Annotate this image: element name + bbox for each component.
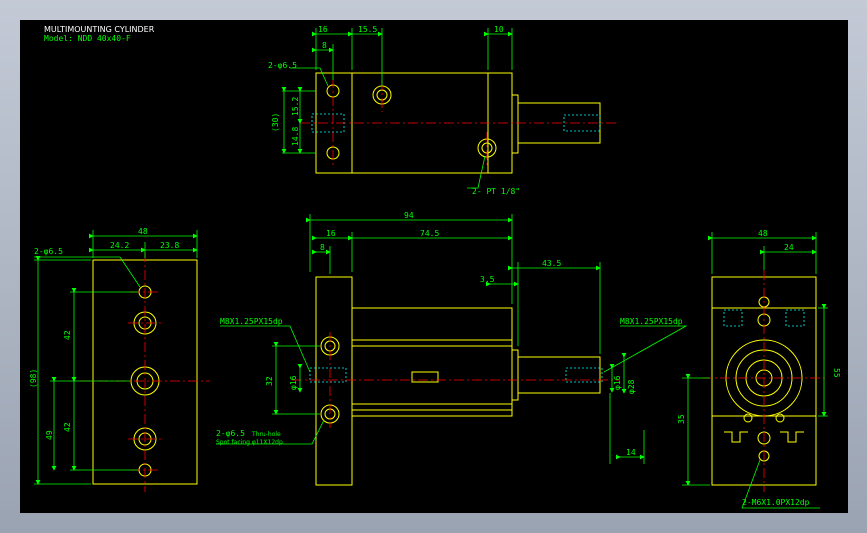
front-rod-collar bbox=[511, 349, 519, 401]
right-note-tapped: 2-M6X1.0PX12dp bbox=[742, 498, 810, 507]
front-dim-74-5: 74.5 bbox=[420, 229, 439, 238]
top-dim-15-5: 15.5 bbox=[358, 25, 377, 34]
left-note-holes: 2-φ6.5 bbox=[34, 247, 63, 256]
front-dim-16: 16 bbox=[326, 229, 336, 238]
front-note-spot: Spot facing φ11X12dp bbox=[216, 439, 283, 446]
top-dim-15-2: 15.2 bbox=[291, 97, 300, 116]
top-dim-8: 8 bbox=[322, 41, 327, 50]
front-dim-rod-phi16: φ16 bbox=[613, 375, 622, 390]
top-rod-collar bbox=[511, 94, 519, 154]
front-note-thread-right: M8X1.25PX15dp bbox=[620, 317, 683, 326]
right-dim-48: 48 bbox=[758, 229, 768, 238]
front-dim-94: 94 bbox=[404, 211, 414, 220]
top-dim-16: 16 bbox=[318, 25, 328, 34]
top-note-holes: 2-φ6.5 bbox=[268, 61, 297, 70]
front-note-holes: 2-φ6.5 bbox=[216, 429, 245, 438]
front-dim-3-5: 3.5 bbox=[480, 275, 495, 284]
left-dim-98: (98) bbox=[29, 369, 38, 388]
right-view: 48 24 35 55 2-M6X1.0PX12dp bbox=[677, 229, 841, 509]
cad-drawing: MULTIMOUNTING CYLINDER Model: NDD 40x40-… bbox=[29, 25, 841, 509]
front-dim-32: 32 bbox=[265, 376, 274, 386]
left-dim-24-2: 24.2 bbox=[110, 241, 129, 250]
left-dim-42-upper: 42 bbox=[63, 330, 72, 340]
front-view: 94 16 74.5 8 43.5 3.5 M8X1.25PX15dp M8X1… bbox=[216, 211, 688, 486]
left-view: 48 24.2 23.8 2-φ6.5 (98) 42 42 49 bbox=[29, 227, 210, 492]
front-note-thru: Thru-hole bbox=[251, 431, 281, 438]
top-dim-14-8: 14.8 bbox=[291, 127, 300, 146]
top-view: 16 15.5 10 8 2-φ6.5 2- PT 1/8" (30) 15.2… bbox=[268, 25, 616, 196]
right-dim-24: 24 bbox=[784, 243, 794, 252]
top-dim-30: (30) bbox=[271, 113, 280, 132]
front-rod bbox=[517, 356, 601, 394]
front-flange bbox=[315, 276, 353, 486]
front-dim-phi28: φ28 bbox=[627, 379, 636, 394]
left-dim-42-lower: 42 bbox=[63, 422, 72, 432]
top-note-port: 2- PT 1/8" bbox=[472, 187, 520, 196]
right-dim-55: 55 bbox=[832, 368, 841, 378]
front-dim-phi16: φ16 bbox=[289, 375, 298, 390]
drawing-canvas: MULTIMOUNTING CYLINDER Model: NDD 40x40-… bbox=[20, 20, 848, 513]
model-label: Model: NDD 40x40-F bbox=[44, 34, 131, 43]
top-dim-10: 10 bbox=[494, 25, 504, 34]
front-nameplate bbox=[411, 371, 439, 383]
left-dim-49: 49 bbox=[45, 430, 54, 440]
front-body bbox=[351, 307, 513, 417]
front-dim-8: 8 bbox=[320, 243, 325, 252]
right-dim-35: 35 bbox=[677, 414, 686, 424]
left-dim-48: 48 bbox=[138, 227, 148, 236]
left-dim-23-8: 23.8 bbox=[160, 241, 179, 250]
front-dim-43-5: 43.5 bbox=[542, 259, 561, 268]
drawing-title: MULTIMOUNTING CYLINDER bbox=[44, 25, 155, 34]
front-dim-14: 14 bbox=[626, 448, 636, 457]
front-note-thread-left: M8X1.25PX15dp bbox=[220, 317, 283, 326]
